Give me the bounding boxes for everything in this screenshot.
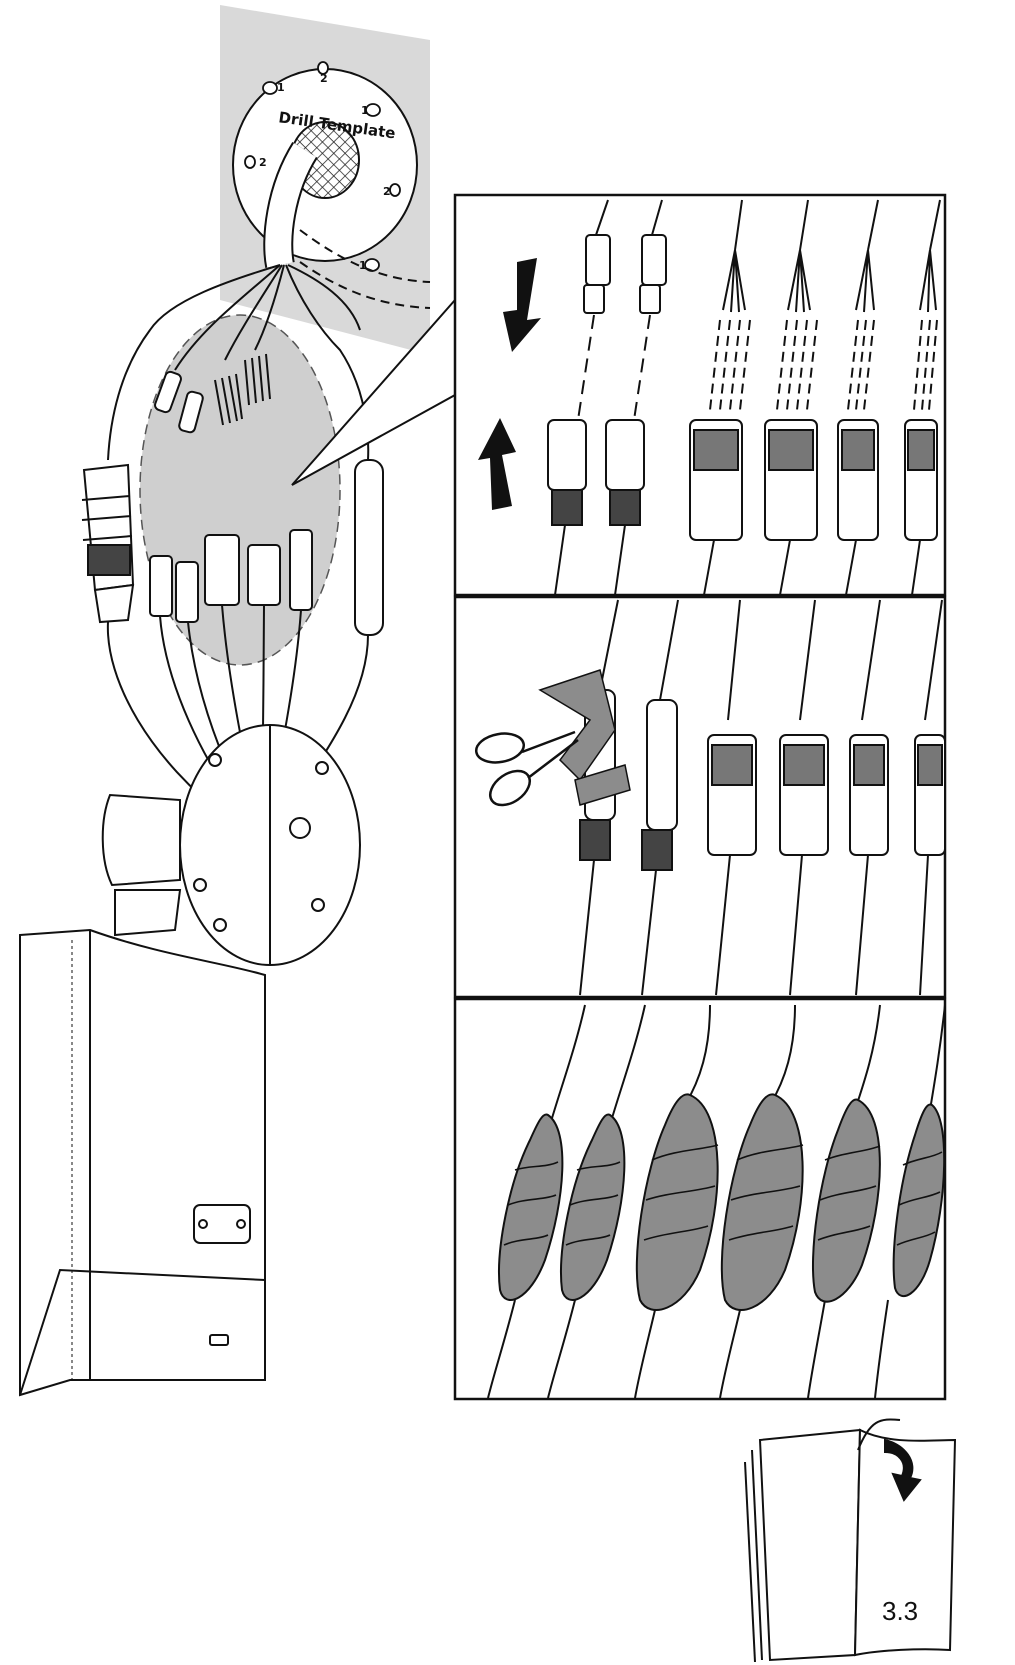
loose-plugs xyxy=(154,353,271,434)
scissors-icon xyxy=(474,730,579,807)
lower-connectors xyxy=(149,529,313,831)
open-book-icon xyxy=(744,1418,957,1663)
hole-label: 1 xyxy=(361,104,369,117)
arrow-up-icon xyxy=(478,418,516,510)
template-holes xyxy=(244,61,401,272)
hole-label: 2 xyxy=(259,156,267,169)
wrapped-connector xyxy=(892,1103,946,1298)
hole-label: 2 xyxy=(320,72,328,85)
arrow-down-icon xyxy=(503,258,541,352)
hole-right-top xyxy=(365,103,381,117)
mount-plate xyxy=(101,724,361,966)
camera-body xyxy=(19,889,266,1397)
hole-top xyxy=(317,61,329,75)
hole-label: 2 xyxy=(383,185,391,198)
hole-right xyxy=(389,183,401,197)
turn-page-arrow-icon xyxy=(884,1438,922,1502)
wrapped-connector xyxy=(498,1113,564,1301)
hole-label: 1 xyxy=(277,81,285,94)
tape-strip xyxy=(538,669,631,806)
drill-template: Drill Template 1 2 1 2 2 1 xyxy=(232,61,431,309)
step-panel-3 xyxy=(453,997,947,1401)
step-panel-2 xyxy=(453,595,947,999)
hole-top-left xyxy=(262,81,278,95)
next-page-label: 3.3 xyxy=(882,1596,918,1626)
network-coupler xyxy=(81,463,231,821)
hole-left xyxy=(244,155,256,169)
step-panel-1 xyxy=(453,193,947,597)
hole-label: 1 xyxy=(359,259,367,272)
wrapped-connector xyxy=(560,1113,626,1301)
cable-bundle xyxy=(107,142,370,461)
